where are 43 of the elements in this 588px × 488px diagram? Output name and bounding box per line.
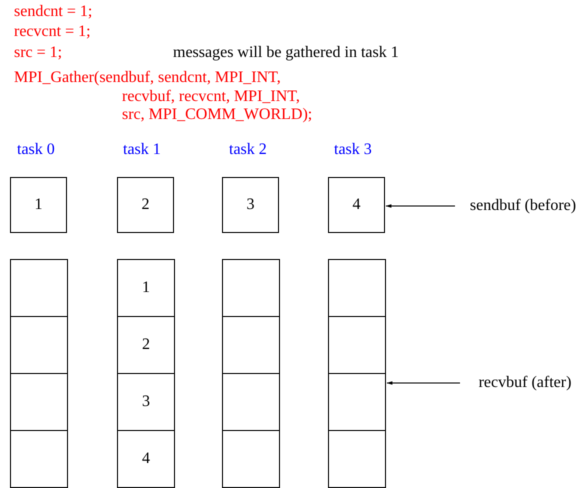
code-line: MPI_Gather(sendbuf, sendcnt, MPI_INT, [14,70,281,86]
buffer-cell [117,177,174,233]
buffer-cell [10,259,68,317]
cell-value: 3 [142,393,150,411]
buffer-label-text: sendbuf (before) [470,197,576,215]
buffer-cell [222,177,279,233]
buffer-cell [328,430,386,488]
cell-value: 3 [246,196,254,214]
buffer-cell [10,177,67,233]
cell-value: 1 [142,279,150,297]
cell-value: 2 [142,336,150,354]
code-line: recvbuf, recvcnt, MPI_INT, [122,89,300,105]
buffer-cell [328,259,386,317]
buffer-cell [10,316,68,374]
cell-value: 2 [142,196,150,214]
code-line: recvcnt = 1; [14,24,91,40]
buffer-cell [328,373,386,431]
task-label: task 3 [334,142,372,158]
buffer-cell [10,430,68,488]
code-line: src = 1; [14,45,62,61]
buffer-cell [222,259,280,317]
buffer-label-text: recvbuf (after) [478,374,572,392]
buffer-cell [222,316,280,374]
cell-value: 1 [34,196,42,214]
code-line: src, MPI_COMM_WORLD); [122,107,312,123]
task-label: task 0 [17,142,55,158]
leader-arrow [386,381,460,385]
cell-value: 4 [142,450,150,468]
code-line: sendcnt = 1; [14,4,92,20]
task-label: task 1 [123,142,161,158]
task-label: task 2 [229,142,267,158]
buffer-cell [117,430,175,488]
buffer-cell [328,316,386,374]
buffer-cell [117,316,175,374]
cell-value: 4 [352,196,360,214]
buffer-cell [10,373,68,431]
buffer-cell [222,430,280,488]
buffer-cell [117,259,175,317]
buffer-cell [328,177,385,233]
buffer-cell [222,373,280,431]
leader-arrow [385,204,456,208]
buffer-cell [117,373,175,431]
note-text: messages will be gathered in task 1 [173,45,399,61]
